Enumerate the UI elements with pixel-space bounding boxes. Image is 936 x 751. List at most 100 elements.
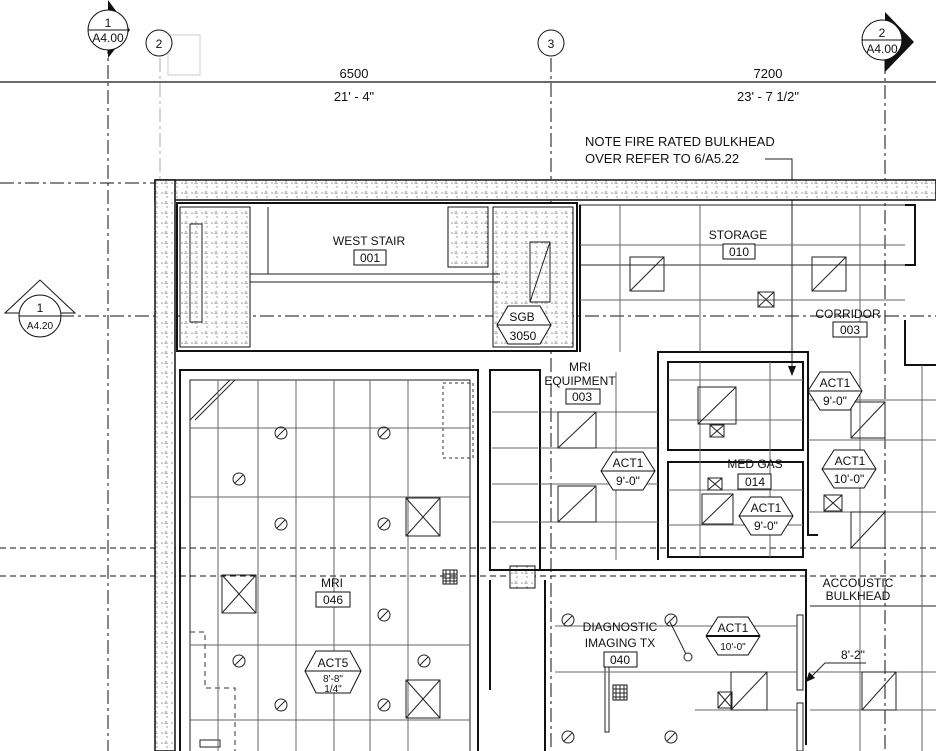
section-number: 1 — [105, 16, 112, 30]
section-marker-1[interactable]: 1 A4.00 — [87, 0, 130, 58]
room-number: 014 — [745, 475, 765, 489]
diffuser-icon — [717, 691, 733, 709]
light-fixture-icon — [629, 256, 665, 292]
tag-type: ACT1 — [820, 376, 851, 390]
grid-bubble-2[interactable]: 2 — [145, 29, 173, 57]
tag-height: 10'-0" — [834, 472, 865, 486]
ceiling-grid — [190, 205, 936, 751]
exhaust-fan-icon — [221, 574, 257, 614]
grid-label: 2 — [156, 37, 163, 51]
tag-type: ACT1 — [718, 621, 749, 635]
light-fixture-icon — [557, 411, 597, 449]
sprinkler-icons — [232, 426, 693, 744]
room-diagnostic-imaging[interactable]: DIAGNOSTIC IMAGING TX 040 — [583, 620, 658, 668]
bulkhead-height-dimension: 8'-2" — [806, 648, 866, 682]
ceiling-tag[interactable]: ACT1 10'-0" — [705, 616, 761, 656]
west-stair-walls — [176, 202, 578, 352]
exhaust-fan-icon — [405, 497, 441, 537]
section-sheet: A4.00 — [92, 31, 124, 45]
fire-bulkhead-note-line1: NOTE FIRE RATED BULKHEAD — [585, 134, 775, 149]
tag-type: ACT5 — [318, 656, 349, 670]
room-number: 046 — [323, 593, 343, 607]
sgb-number: 3050 — [510, 329, 537, 343]
grid-lines — [0, 34, 936, 751]
light-fixture-icon — [697, 386, 737, 425]
diffuser-icon — [707, 477, 723, 491]
elevation-marker-1[interactable]: 1 A4.20 — [3, 279, 77, 338]
light-fixture-icon — [557, 485, 597, 523]
room-corridor[interactable]: CORRIDOR 003 — [815, 307, 881, 338]
acoustic-bulkhead-note: ACCOUSTIC BULKHEAD — [823, 576, 894, 603]
light-fixture-icon — [730, 671, 768, 711]
light-fixture-icon — [850, 401, 886, 439]
room-name: MRI — [321, 576, 343, 590]
ceiling-tag[interactable]: ACT1 9'-0" — [600, 451, 656, 491]
room-number: 003 — [840, 323, 860, 337]
room-name: EQUIPMENT — [544, 374, 616, 388]
elevation-sheet: A4.20 — [27, 321, 54, 332]
light-fixtures — [221, 256, 897, 744]
section-marker-2[interactable]: 2 A4.00 — [861, 12, 914, 72]
room-number: 010 — [729, 245, 749, 259]
room-west-stair[interactable]: WEST STAIR 001 — [333, 234, 406, 266]
tag-sgb[interactable]: SGB 3050 — [496, 305, 552, 345]
room-mri[interactable]: MRI 046 — [315, 576, 351, 608]
leader-arrow-icon — [806, 672, 815, 682]
ceiling-tag[interactable]: ACT1 9'-0" — [807, 371, 863, 411]
ceiling-tag[interactable]: ACT1 9'-0" — [738, 496, 794, 536]
note-line: ACCOUSTIC — [823, 576, 894, 590]
bulkhead-height: 8'-2" — [841, 648, 865, 662]
elevation-number: 1 — [37, 301, 44, 315]
room-name: IMAGING TX — [585, 636, 655, 650]
room-name: WEST STAIR — [333, 234, 406, 248]
room-number: 001 — [360, 251, 380, 265]
light-fixture-icon — [701, 493, 734, 525]
room-name: DIAGNOSTIC — [583, 620, 658, 634]
diffuser-icon — [757, 291, 775, 308]
room-mri-equipment[interactable]: MRI EQUIPMENT 003 — [544, 360, 616, 405]
tag-height: 9'-0" — [616, 474, 640, 488]
section-sheet: A4.00 — [866, 42, 898, 56]
diffuser-icon — [823, 494, 843, 512]
grid-bubble-3[interactable]: 3 — [537, 29, 565, 57]
light-fixture-icon — [861, 671, 897, 711]
section-number: 2 — [879, 26, 886, 40]
fire-bulkhead-note-line2: OVER REFER TO 6/A5.22 — [585, 151, 739, 166]
room-name: STORAGE — [709, 228, 767, 242]
tag-height: 1/4" — [324, 684, 342, 695]
room-name: MED GAS — [727, 457, 782, 471]
grid-label: 3 — [548, 37, 555, 51]
exhaust-fan-icon — [405, 679, 441, 719]
room-number: 040 — [610, 653, 630, 667]
light-fixture-icon — [811, 256, 847, 292]
dimension-bay-2-metric: 7200 — [754, 66, 783, 81]
note-leader — [765, 158, 793, 372]
grille-icon — [442, 569, 458, 585]
tag-height: 9'-0" — [754, 519, 778, 533]
light-fixture-icon — [850, 511, 886, 549]
tag-type: ACT1 — [751, 501, 782, 515]
tag-type: ACT1 — [613, 456, 644, 470]
room-name: CORRIDOR — [815, 307, 881, 321]
grille-icon — [612, 684, 628, 701]
dimension-bay-1-imperial: 21' - 4" — [334, 89, 375, 104]
room-med-gas[interactable]: MED GAS 014 — [727, 457, 783, 490]
interior-walls — [179, 204, 936, 751]
room-storage[interactable]: STORAGE 010 — [709, 228, 767, 260]
dimension-bay-2-imperial: 23' - 7 1/2" — [737, 89, 799, 104]
exterior-walls — [154, 179, 936, 751]
tag-height: 9'-0" — [823, 394, 847, 408]
room-name: MRI — [569, 360, 591, 374]
note-line: BULKHEAD — [826, 589, 891, 603]
tag-height: 10'-0" — [720, 642, 746, 653]
dimension-bay-1-metric: 6500 — [340, 66, 369, 81]
leader-arrow-icon — [788, 366, 796, 376]
ceiling-tag[interactable]: ACT5 8'-8" 1/4" — [304, 650, 362, 695]
diffuser-icon — [709, 424, 725, 438]
sgb-label: SGB — [509, 310, 534, 324]
tag-height: 8'-8" — [323, 674, 343, 685]
room-number: 003 — [572, 390, 592, 404]
ceiling-tag[interactable]: ACT1 10'-0" — [821, 449, 877, 489]
